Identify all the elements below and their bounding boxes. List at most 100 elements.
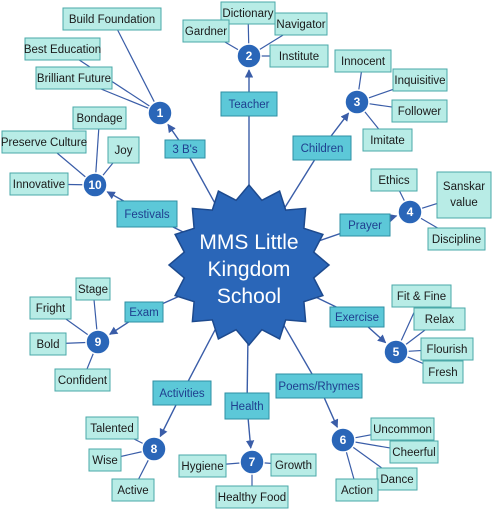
- category-label: Health: [230, 401, 263, 413]
- category-label: Exam: [129, 307, 158, 319]
- leaf-uncommon: Uncommon: [370, 417, 435, 441]
- category-box: [329, 306, 385, 328]
- category-label: Poems/Rhymes: [278, 381, 359, 393]
- leaf-discipline: Discipline: [427, 227, 486, 251]
- leaf-label: Joy: [115, 145, 133, 157]
- leaf-institute: Institute: [269, 44, 329, 68]
- node-number: 1: [157, 106, 164, 120]
- leaf-box: [270, 453, 317, 477]
- leaf-box: [362, 128, 413, 152]
- leaf-box: [1, 130, 87, 154]
- leaf-label: Bondage: [76, 113, 122, 125]
- category-box: [220, 91, 278, 117]
- leaf-label: Stage: [78, 284, 108, 296]
- leaf-imitate: Imitate: [362, 128, 413, 152]
- node-circle: [330, 427, 356, 453]
- node-circle: [236, 43, 262, 69]
- leaf-box: [215, 485, 289, 509]
- leaf-box: [88, 448, 122, 472]
- category-box: [152, 380, 212, 406]
- leaf-label: Sanskar: [443, 181, 485, 193]
- leaf-build-foundation: Build Foundation: [62, 7, 162, 31]
- leaf-label: Gardner: [185, 26, 227, 38]
- node-3: 3: [344, 89, 370, 115]
- leaf-label: Inquisitive: [394, 75, 445, 87]
- node-number: 8: [151, 442, 158, 456]
- category-health: Health: [224, 392, 270, 420]
- leaf-bondage: Bondage: [72, 106, 127, 130]
- leaf-box: [389, 440, 439, 464]
- node-8: 8: [141, 436, 167, 462]
- leaf-action: Action: [335, 478, 379, 502]
- category-festivals: Festivals: [116, 200, 178, 228]
- leaf-label: Flourish: [427, 344, 468, 356]
- node-4: 4: [397, 199, 423, 225]
- leaf-label: Confident: [58, 375, 108, 387]
- leaf-label: Fright: [36, 303, 66, 315]
- leaf-label: Imitate: [370, 135, 405, 147]
- leaf-brilliant-future: Brilliant Future: [35, 66, 113, 90]
- node-circle: [397, 199, 423, 225]
- node-circle: [141, 436, 167, 462]
- category-label: Teacher: [229, 99, 270, 111]
- leaf-box: [62, 7, 162, 31]
- node-number: 6: [340, 433, 347, 447]
- leaf-box: [391, 284, 452, 308]
- leaf-label: Navigator: [276, 19, 325, 31]
- node-number: 10: [88, 178, 102, 192]
- leaf-cheerful: Cheerful: [389, 440, 439, 464]
- leaf-line-3-b-s-0: [111, 18, 156, 103]
- leaf-gardner: Gardner: [182, 19, 230, 43]
- leaf-label: Uncommon: [373, 424, 432, 436]
- leaf-label: Innovative: [13, 179, 65, 191]
- leaf-fright: Fright: [29, 296, 72, 320]
- node-number: 4: [407, 205, 414, 219]
- leaf-innocent: Innocent: [334, 49, 392, 73]
- category-label: Activities: [159, 388, 205, 400]
- leaf-fit-fine: Fit & Fine: [391, 284, 452, 308]
- node-circle: [82, 172, 108, 198]
- node-9: 9: [85, 329, 111, 355]
- category-exercise: Exercise: [329, 306, 385, 328]
- leaf-confident: Confident: [54, 368, 111, 392]
- node-6: 6: [330, 427, 356, 453]
- leaf-healthy-food: Healthy Food: [215, 485, 289, 509]
- leaf-talented: Talented: [85, 416, 139, 440]
- leaf-box: [274, 12, 328, 36]
- leaf-best-education: Best Education: [24, 37, 101, 61]
- leaf-label: Ethics: [378, 175, 410, 187]
- node-circle: [147, 100, 173, 126]
- leaf-label: Fit & Fine: [397, 291, 446, 303]
- leaf-box: [111, 478, 155, 502]
- category-prayer: Prayer: [339, 213, 391, 237]
- node-number: 3: [354, 95, 361, 109]
- leaf-box: [436, 171, 492, 219]
- category-poems-rhymes: Poems/Rhymes: [275, 373, 363, 399]
- category-box: [275, 373, 363, 399]
- leaf-box: [29, 332, 67, 356]
- leaf-label: Build Foundation: [69, 14, 155, 26]
- leaf-box: [9, 172, 69, 196]
- node-number: 7: [249, 455, 256, 469]
- node-number: 9: [95, 335, 102, 349]
- leaf-label: Talented: [90, 423, 133, 435]
- category-box: [292, 135, 352, 161]
- leaf-label: Growth: [275, 460, 312, 472]
- node-7: 7: [239, 449, 265, 475]
- leaf-label: Dictionary: [222, 8, 273, 20]
- leaf-box: [29, 296, 72, 320]
- leaf-box: [24, 37, 101, 61]
- leaf-box: [370, 417, 435, 441]
- leaf-label: Best Education: [24, 44, 101, 56]
- leaf-box: [85, 416, 139, 440]
- center-title-line-3: School: [217, 285, 281, 308]
- leaf-box: [334, 49, 392, 73]
- leaf-box: [335, 478, 379, 502]
- leaf-label: Cheerful: [392, 447, 435, 459]
- node-circle: [383, 339, 409, 365]
- leaf-box: [422, 360, 464, 384]
- leaf-label: Active: [117, 485, 148, 497]
